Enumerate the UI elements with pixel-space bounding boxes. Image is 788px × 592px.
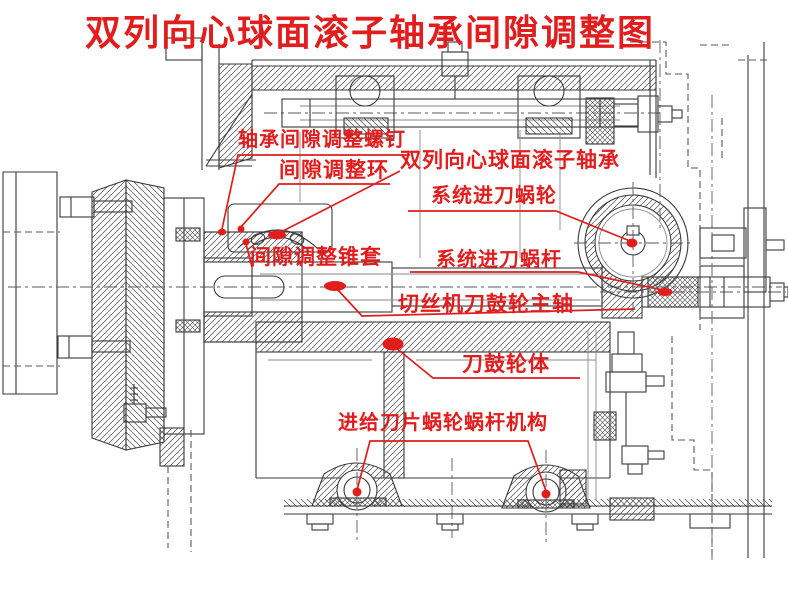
marker-feed-right-bearing bbox=[541, 489, 551, 499]
top-housing bbox=[205, 59, 657, 178]
label-system-feed-worm-wheel: 系统进刀蜗轮 bbox=[431, 185, 557, 207]
annotation-overlay bbox=[217, 154, 673, 499]
drum-body bbox=[255, 321, 611, 479]
label-double-row-bearing: 双列向心球面滚子轴承 bbox=[400, 148, 620, 172]
marker-bearing-adjust-screw bbox=[217, 228, 227, 236]
marker-knife-drum-main-shaft bbox=[324, 281, 346, 291]
leader-knife-drum-main-shaft bbox=[336, 288, 636, 317]
label-feed-blade-worm-gear-mechanism: 进给刀片蜗轮蜗杆机构 bbox=[338, 412, 548, 434]
top-gear-shaft bbox=[264, 41, 683, 145]
bottom-left-parts bbox=[123, 384, 192, 552]
worm-shaft bbox=[600, 265, 788, 319]
top-left-column bbox=[165, 37, 253, 170]
diagram-title: 双列向心球面滚子轴承间隙调整图 bbox=[84, 13, 655, 53]
flange-bolts bbox=[57, 196, 133, 359]
leader-system-feed-worm-wheel bbox=[408, 210, 631, 242]
marker-clearance-adjust-ring bbox=[237, 225, 245, 233]
marker-system-feed-worm-wheel bbox=[626, 238, 638, 248]
label-knife-drum-main-shaft: 切丝机刀鼓轮主轴 bbox=[398, 292, 574, 316]
leader-clearance-adjust-taper-sleeve bbox=[245, 243, 253, 268]
label-knife-drum-body: 刀鼓轮体 bbox=[462, 352, 550, 376]
leader-clearance-adjust-ring bbox=[240, 183, 390, 228]
leader-knife-drum-body bbox=[394, 346, 580, 379]
internal-walls bbox=[299, 130, 561, 258]
label-system-feed-worm-shaft: 系统进刀蜗杆 bbox=[436, 249, 562, 271]
leader-feed-blade-worm-gear-mechanism bbox=[356, 440, 547, 492]
marker-knife-drum-body bbox=[382, 337, 404, 351]
label-bearing-adjust-screw: 轴承间隙调整螺钉 bbox=[238, 129, 406, 151]
machine-section-art bbox=[2, 37, 788, 560]
left-bed bbox=[2, 171, 60, 395]
leader-bearing-adjust-screw bbox=[221, 154, 410, 230]
leader-system-feed-worm-shaft bbox=[410, 271, 664, 291]
label-clearance-adjust-taper-sleeve: 间隙调整锥套 bbox=[250, 245, 382, 269]
right-housing bbox=[630, 40, 785, 560]
marker-feed-left-bearing bbox=[352, 487, 362, 497]
marker-double-row-bearing bbox=[268, 230, 286, 240]
label-clearance-adjust-ring: 间隙调整环 bbox=[279, 158, 389, 182]
marker-clearance-adjust-taper-sleeve bbox=[242, 238, 250, 246]
leader-double-row-bearing bbox=[278, 170, 401, 234]
bottom-right-stack bbox=[559, 330, 713, 556]
marker-system-feed-worm-shaft bbox=[657, 288, 673, 296]
